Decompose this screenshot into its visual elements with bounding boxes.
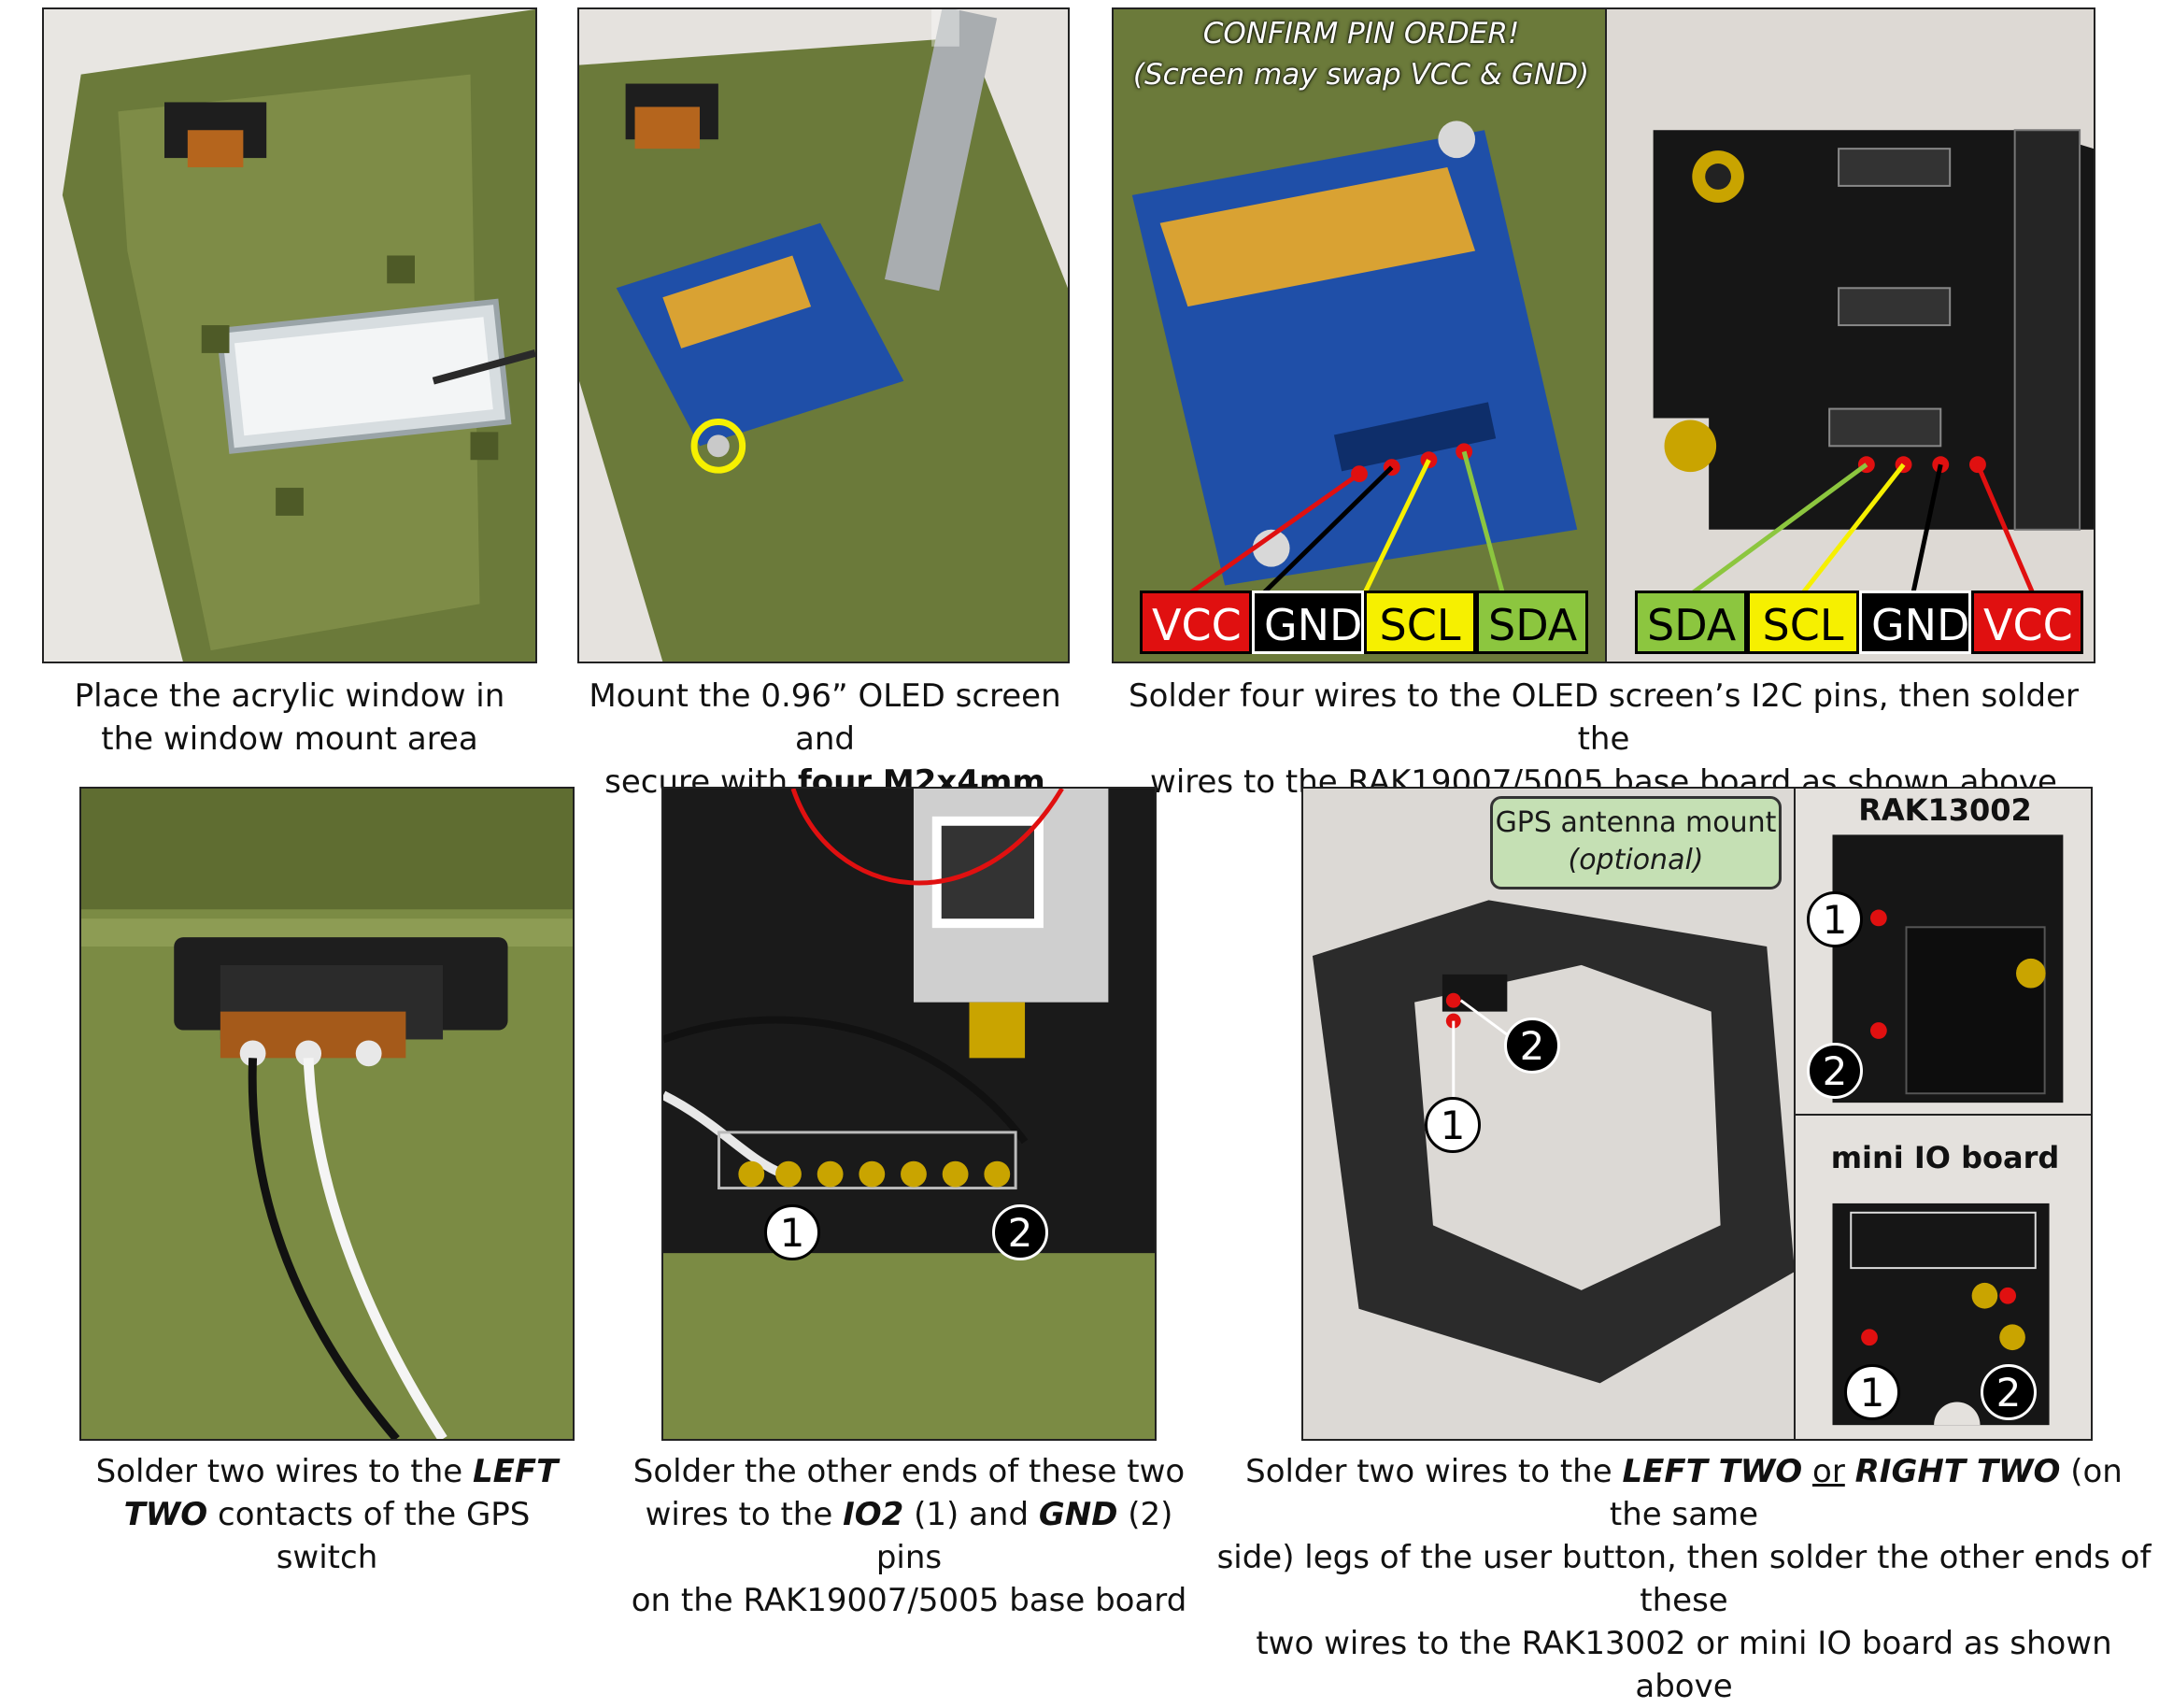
oled-pin-sda: SDA bbox=[1476, 591, 1588, 654]
gps-callout-line-1: GPS antenna mount bbox=[1495, 806, 1777, 839]
photo-acrylic-window bbox=[42, 7, 537, 663]
rak-pin-2-badge: 2 bbox=[1807, 1043, 1863, 1099]
photo-base-board-pins: SDA SCL GND VCC bbox=[1605, 7, 2095, 663]
warning-line-1: CONFIRM PIN ORDER! bbox=[1202, 17, 1520, 50]
rak13002-label: RAK13002 bbox=[1858, 792, 2032, 828]
button-leg-1-badge: 1 bbox=[1425, 1097, 1481, 1153]
photo-oled-mount bbox=[577, 7, 1070, 663]
base-pin-sda: SDA bbox=[1635, 591, 1747, 654]
io2-pin-badge: 1 bbox=[764, 1204, 820, 1260]
mini-io-label: mini IO board bbox=[1830, 1140, 2060, 1175]
base-pin-scl: SCL bbox=[1747, 591, 1859, 654]
gps-antenna-callout: GPS antenna mount (optional) bbox=[1490, 796, 1782, 890]
base-pin-vcc: VCC bbox=[1971, 591, 2083, 654]
caption-step-3: Solder four wires to the OLED screen’s I… bbox=[1129, 677, 2079, 801]
caption-step-6: Solder two wires to the LEFT TWO or RIGH… bbox=[1216, 1453, 2152, 1705]
photo-user-button: GPS antenna mount (optional) 2 1 bbox=[1301, 787, 1797, 1441]
photo-base-board-io2: 1 2 bbox=[661, 787, 1157, 1441]
mini-pin-2-badge: 2 bbox=[1981, 1364, 2037, 1420]
rak-pin-1-badge: 1 bbox=[1807, 891, 1863, 947]
gnd-pin-badge: 2 bbox=[992, 1204, 1048, 1260]
photo-mini-io-board: mini IO board 1 2 bbox=[1794, 1114, 2093, 1441]
button-leg-2-badge: 2 bbox=[1504, 1018, 1560, 1074]
photo-gps-switch bbox=[79, 787, 575, 1441]
oled-pin-scl: SCL bbox=[1364, 591, 1476, 654]
oled-pin-vcc: VCC bbox=[1140, 591, 1252, 654]
mini-pin-1-badge: 1 bbox=[1844, 1364, 1900, 1420]
warning-line-2: (Screen may swap VCC & GND) bbox=[1132, 58, 1590, 92]
gps-callout-line-2: (optional) bbox=[1568, 844, 1704, 876]
oled-pin-gnd: GND bbox=[1252, 591, 1364, 654]
pin-order-warning: CONFIRM PIN ORDER! (Screen may swap VCC … bbox=[1114, 13, 1605, 95]
photo-rak13002: RAK13002 1 2 bbox=[1794, 787, 2093, 1116]
photo-oled-pins: CONFIRM PIN ORDER! (Screen may swap VCC … bbox=[1112, 7, 1607, 663]
base-pin-gnd: GND bbox=[1859, 591, 1971, 654]
